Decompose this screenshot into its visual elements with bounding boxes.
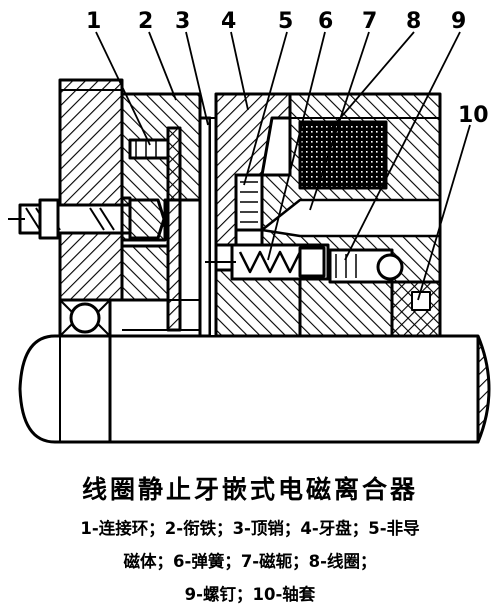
callout-9: 9 <box>451 9 466 34</box>
clutch-cross-section-drawing: 1 2 3 4 5 6 7 8 9 10 <box>8 9 491 444</box>
callout-10: 10 <box>458 103 489 128</box>
leader-2 <box>148 31 177 101</box>
shaft <box>18 334 478 444</box>
left-flange <box>58 78 132 302</box>
leader-10 <box>417 124 471 301</box>
figure-title: 线圈静止牙嵌式电磁离合器 <box>81 475 418 504</box>
legend-line-2: 磁体；6-弹簧；7-磁轭；8-线圈； <box>123 552 377 571</box>
left-bearing-ball <box>69 302 101 334</box>
legend-line-1: 1-连接环；2-衔铁；3-顶销；4-牙盘；5-非导 <box>80 519 420 538</box>
coil <box>298 120 388 190</box>
leader-1 <box>95 31 151 146</box>
spring <box>238 250 302 274</box>
leader-7 <box>309 31 370 211</box>
leader-5 <box>243 31 288 186</box>
leader-8 <box>329 31 415 131</box>
callout-3: 3 <box>175 9 190 34</box>
callout-8: 8 <box>406 9 421 34</box>
leader-4 <box>230 31 249 111</box>
top-pin <box>198 116 212 338</box>
right-bearing-ball <box>376 253 404 281</box>
bolt-nut-left <box>38 198 60 240</box>
leader-6 <box>267 31 326 261</box>
callout-2: 2 <box>138 9 153 34</box>
armature-hub <box>120 244 170 302</box>
leader-3 <box>185 31 209 126</box>
callout-6: 6 <box>318 9 333 34</box>
shaft-end-section <box>476 334 491 444</box>
flange-cap <box>59 80 122 91</box>
callout-4: 4 <box>221 9 236 34</box>
yoke-gap <box>260 198 442 238</box>
callout-5: 5 <box>278 9 293 34</box>
connecting-ring <box>120 92 202 242</box>
callout-1: 1 <box>86 9 101 34</box>
callout-7: 7 <box>362 9 377 34</box>
leader-9 <box>344 31 461 261</box>
legend-line-3: 9-螺钉；10-轴套 <box>184 585 316 604</box>
